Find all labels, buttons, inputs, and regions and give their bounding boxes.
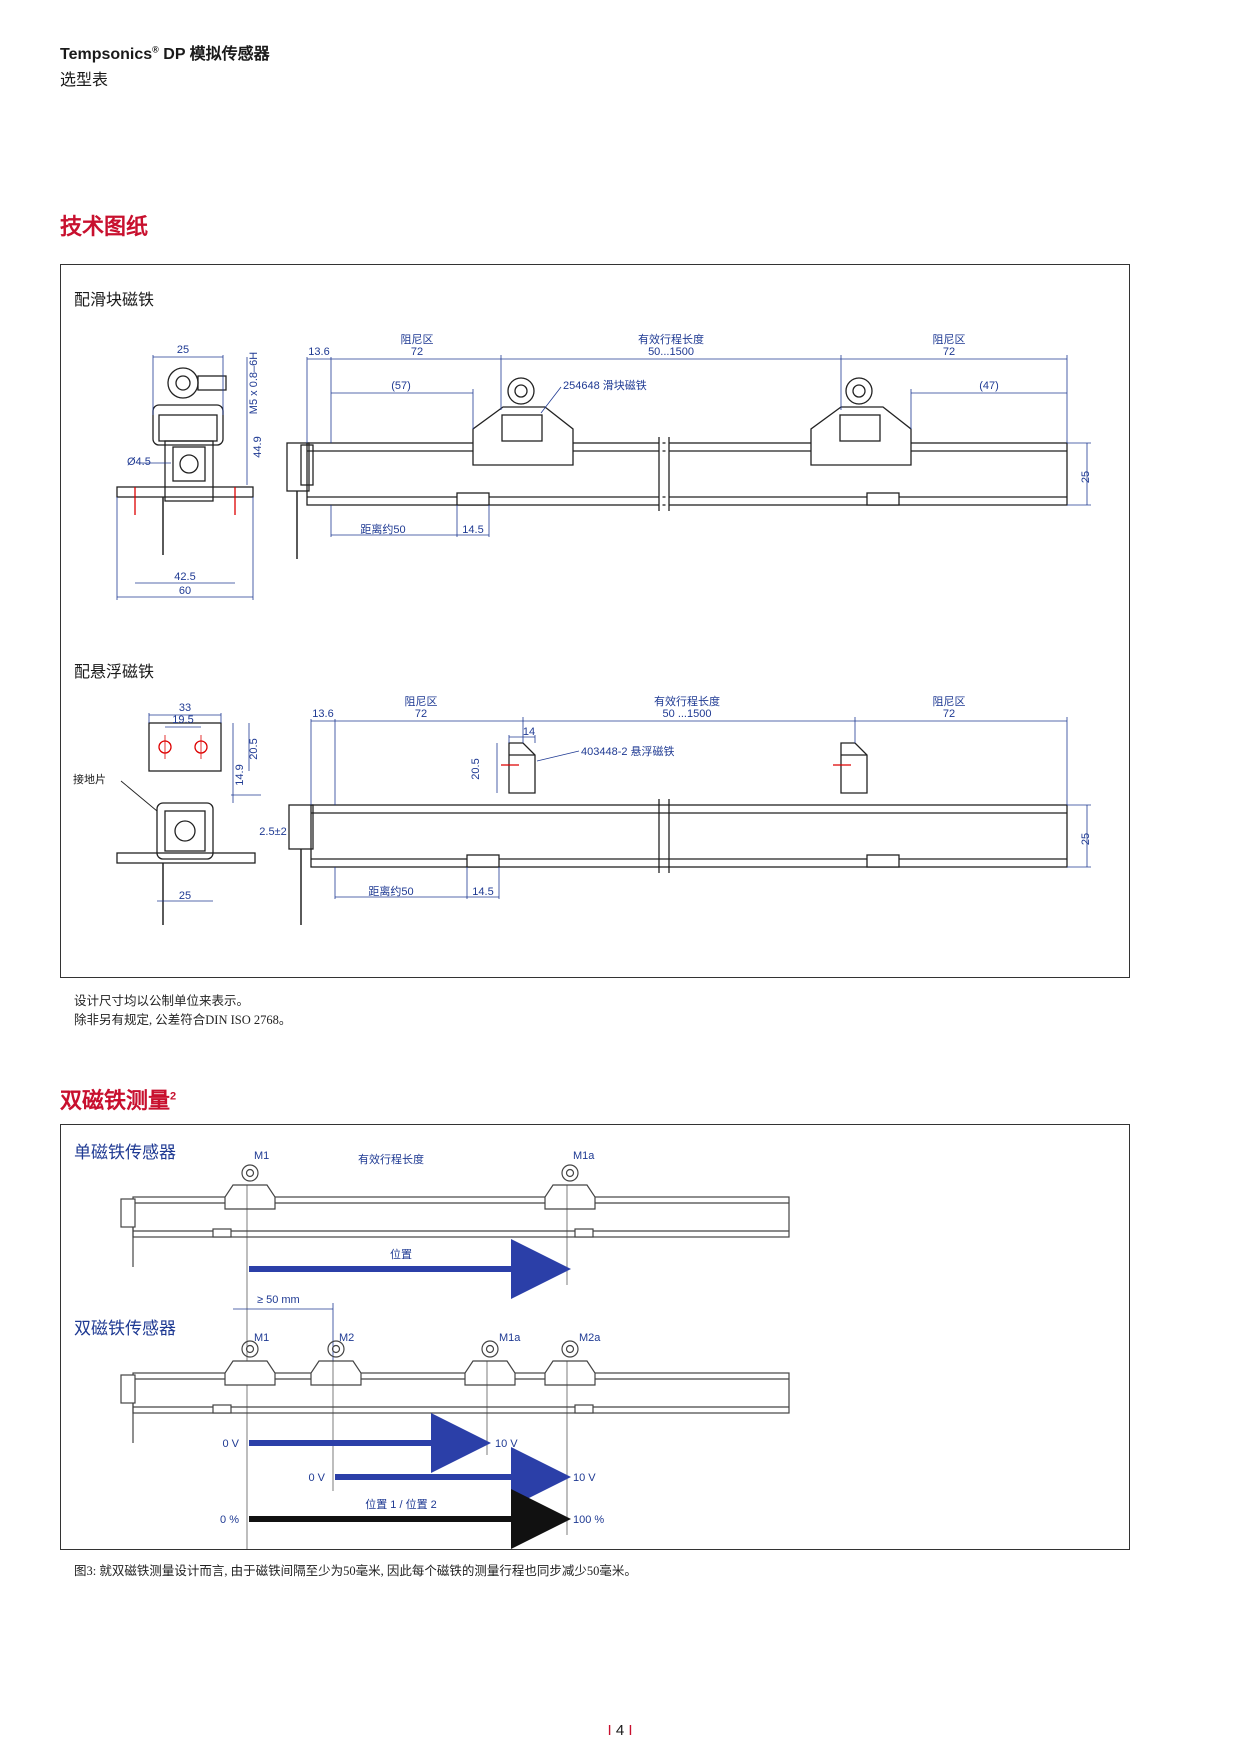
m2-end-label: 10 V <box>573 1472 596 1484</box>
single-magnet-rod <box>120 1164 790 1555</box>
m1-start-label: 0 V <box>222 1438 239 1450</box>
stroke-label: 有效行程长度 <box>638 332 704 346</box>
slider-magnet-callout: 254648 滑块磁铁 <box>563 379 647 392</box>
single-m1a: M1a <box>573 1150 595 1162</box>
dim-13-6-floating: 13.6 <box>312 708 333 720</box>
dim-height-25-floating: 25 <box>1080 833 1092 845</box>
dim-44-9: 44.9 <box>252 436 264 457</box>
dim-height-25: 25 <box>1080 471 1092 483</box>
dual-magnet-label: 双磁铁传感器 <box>74 1319 176 1338</box>
dim-20-5-floating: 20.5 <box>470 758 482 779</box>
dim-72-right-floating: 72 <box>943 708 955 720</box>
section-title-dual-magnet: 双磁铁测量2 <box>60 1088 177 1113</box>
dual-m1: M1 <box>254 1332 269 1344</box>
dual-magnet-frame: 单磁铁传感器 M1 M1a 有效行程长度 位置 ≥ 50 mm 双磁铁传感器 M… <box>60 1124 1130 1555</box>
doc-title: Tempsonics® DP 模拟传感器 <box>60 44 270 63</box>
dim-14-9: 14.9 <box>234 764 246 785</box>
dim-14: 14 <box>523 726 535 738</box>
slider-variant-label: 配滑块磁铁 <box>74 291 154 309</box>
drawing-frame: 配滑块磁铁 25 M5 x 0.8–6H 44.9 Ø4.5 42.5 60 <box>60 264 1130 978</box>
dim-14-5-floating: 14.5 <box>472 886 493 898</box>
dim-19-5: 19.5 <box>172 714 193 726</box>
dim-33: 33 <box>179 702 191 714</box>
position-1-2-label: 位置 1 / 位置 2 <box>365 1497 437 1511</box>
dim-25: 25 <box>177 344 189 356</box>
dim-47: (47) <box>979 380 999 392</box>
damping-zone-right: 阻尼区 <box>933 333 966 346</box>
floating-variant-label: 配悬浮磁铁 <box>74 663 154 681</box>
floating-rod <box>288 742 1068 925</box>
single-position-label: 位置 <box>390 1247 412 1261</box>
percent-start-label: 0 % <box>220 1514 239 1526</box>
dim-72-right: 72 <box>943 346 955 358</box>
dim-57: (57) <box>391 380 411 392</box>
slider-rod <box>286 377 1068 559</box>
dual-m1a: M1a <box>499 1332 521 1344</box>
stroke-range-floating: 50 ...1500 <box>663 708 712 720</box>
dual-magnet-rod <box>120 1340 790 1535</box>
slider-side-dims <box>117 355 253 598</box>
single-stroke-label: 有效行程长度 <box>358 1152 424 1166</box>
damping-zone-right-floating: 阻尼区 <box>933 695 966 708</box>
gap-label: ≥ 50 mm <box>257 1294 300 1306</box>
floating-rod-dims <box>310 717 1091 899</box>
ground-tab-label: 接地片 <box>73 773 106 786</box>
damping-zone-left-floating: 阻尼区 <box>405 695 438 708</box>
stroke-range: 50...1500 <box>648 346 694 358</box>
dim-hole: Ø4.5 <box>127 456 151 468</box>
technical-drawing: 配滑块磁铁 25 M5 x 0.8–6H 44.9 Ø4.5 42.5 60 <box>73 291 1092 925</box>
slider-rod-dims <box>306 355 1091 537</box>
dual-m2a: M2a <box>579 1332 601 1344</box>
dim-dist-50-floating: 距离约50 <box>368 884 413 898</box>
gap-dimension <box>233 1303 334 1365</box>
percent-end-label: 100 % <box>573 1514 604 1526</box>
single-magnet-label: 单磁铁传感器 <box>74 1143 176 1162</box>
dim-42-5: 42.5 <box>174 571 195 583</box>
floating-side-dims <box>148 713 261 902</box>
dual-magnet-diagram: 单磁铁传感器 M1 M1a 有效行程长度 位置 ≥ 50 mm 双磁铁传感器 M… <box>74 1143 790 1555</box>
m2-start-label: 0 V <box>308 1472 325 1484</box>
page-number: I 4 I <box>607 1722 633 1739</box>
dim-60: 60 <box>179 585 191 597</box>
dim-dist-50: 距离约50 <box>360 522 405 536</box>
dim-25-floating: 25 <box>179 890 191 902</box>
m1-end-label: 10 V <box>495 1438 518 1450</box>
doc-subtitle: 选型表 <box>60 72 109 89</box>
dim-13-6: 13.6 <box>308 346 329 358</box>
floating-side-view <box>116 722 256 925</box>
note-units: 设计尺寸均以公制单位来表示。 <box>74 994 250 1008</box>
slider-side-view <box>116 367 254 600</box>
dim-72-left-floating: 72 <box>415 708 427 720</box>
dim-thread: M5 x 0.8–6H <box>248 352 260 414</box>
note-tolerance: 除非另有规定, 公差符合DIN ISO 2768。 <box>74 1013 292 1027</box>
damping-zone-left: 阻尼区 <box>401 333 434 346</box>
figure-caption: 图3: 就双磁铁测量设计而言, 由于磁铁间隔至少为50毫米, 因此每个磁铁的测量… <box>74 1564 637 1578</box>
dim-14-5: 14.5 <box>462 524 483 536</box>
dual-m2: M2 <box>339 1332 354 1344</box>
dim-72-left: 72 <box>411 346 423 358</box>
section-title-drawings: 技术图纸 <box>60 214 149 239</box>
floating-magnet-callout: 403448-2 悬浮磁铁 <box>581 745 675 758</box>
single-m1: M1 <box>254 1150 269 1162</box>
dim-20-5: 20.5 <box>248 738 260 759</box>
stroke-label-floating: 有效行程长度 <box>654 694 720 708</box>
dim-2-5: 2.5±2 <box>259 826 286 838</box>
